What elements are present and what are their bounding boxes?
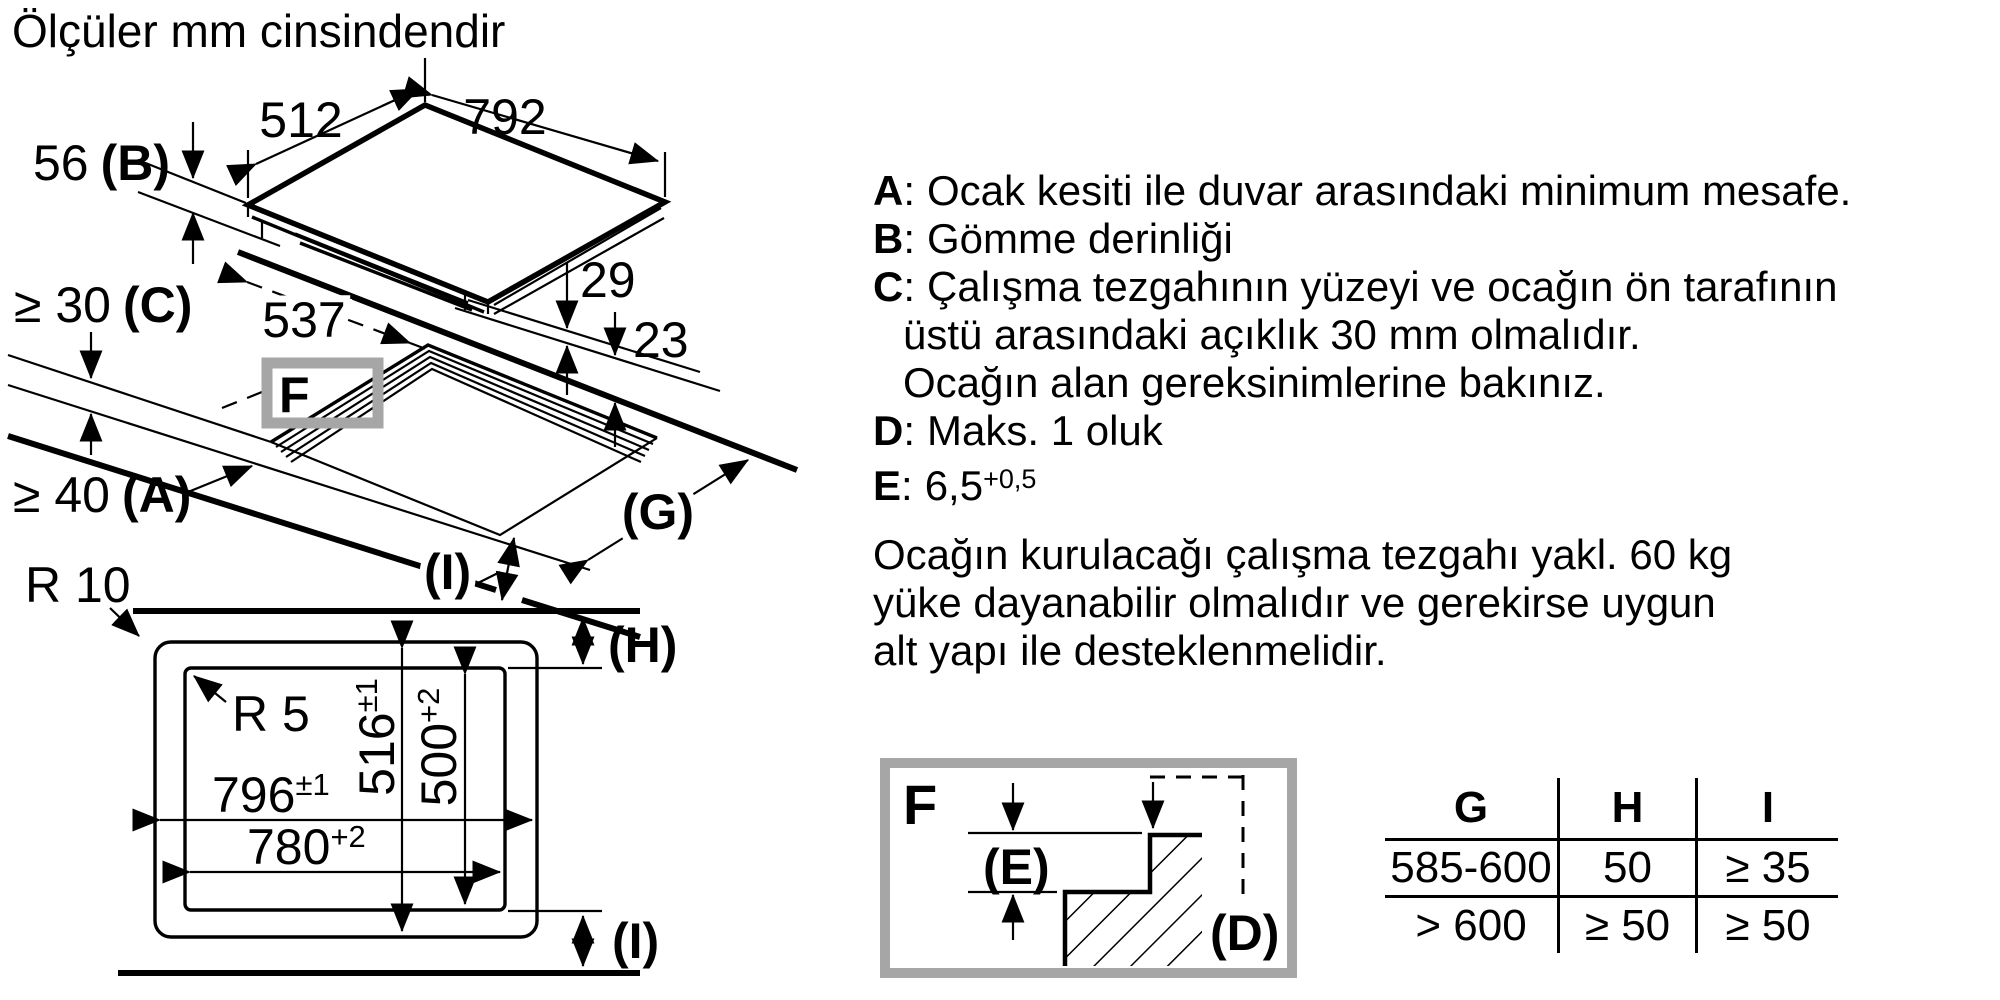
dim-512: 512 (226, 58, 427, 198)
f-ref-box: F (261, 357, 384, 429)
legend-key: A (873, 167, 904, 214)
legend-item-c: C:Çalışma tezgahının yüzeyi ve ocağın ön… (873, 263, 1851, 311)
dim-40-a: ≥ 40(A) (13, 464, 254, 523)
legend: A:Ocak kesiti ile duvar arasındaki minim… (873, 167, 1851, 509)
isometric-view: 537 512 (7, 58, 799, 640)
f-detail-label: F (903, 773, 937, 836)
legend-colon: : (903, 407, 916, 454)
dim-29-label: 29 (580, 252, 636, 308)
legend-text: Maks. 1 oluk (927, 407, 1163, 454)
table-cell: ≥ 50 (1557, 895, 1695, 953)
worktop-section-hatch (1065, 835, 1202, 966)
dim-i-top: (I) (508, 909, 659, 969)
dim-516: 516±1 (349, 620, 414, 933)
table-cell: > 600 (1385, 895, 1557, 953)
table-cell: ≥ 50 (1695, 895, 1838, 953)
note-paragraph: Ocağın kurulacağı çalışma tezgahı yakl. … (873, 531, 1732, 675)
legend-colon: : (903, 215, 916, 262)
dim-512-label: 512 (259, 92, 342, 148)
legend-key: C (873, 263, 904, 310)
legend-key: D (873, 407, 904, 454)
f-ref-label: F (279, 367, 310, 423)
legend-colon: : (903, 263, 916, 310)
dim-796: 796±1 (132, 767, 534, 832)
dim-516-label: 516±1 (349, 678, 405, 796)
dim-g-label: (G) (622, 484, 694, 540)
dim-56-label: 56(B) (33, 135, 170, 191)
worktop-step-profile (1062, 832, 1202, 966)
dim-r10-label: R 10 (25, 557, 131, 613)
table-cell: 585-600 (1385, 838, 1557, 895)
legend-colon: : (903, 167, 916, 214)
legend-item-d: D:Maks. 1 oluk (873, 407, 1851, 455)
dim-30-label: ≥ 30(C) (14, 277, 192, 333)
dim-796-label: 796±1 (212, 767, 330, 823)
legend-item-c-line2: üstü arasındaki açıklık 30 mm olmalıdır. (873, 311, 1851, 359)
legend-key: B (873, 215, 904, 262)
table-cell: 50 (1557, 838, 1695, 895)
dim-56-b: 56(B) (33, 122, 281, 264)
legend-tolerance-sup: +0,5 (983, 464, 1037, 494)
dim-40-label: ≥ 40(A) (13, 467, 191, 523)
dim-780: 780+2 (162, 819, 502, 884)
dim-29: 29 (555, 252, 636, 395)
legend-text: Çalışma tezgahının yüzeyi ve ocağın ön t… (927, 263, 1838, 310)
dim-23: 23 (603, 312, 689, 447)
table-header-g: G (1453, 783, 1489, 832)
dim-537-label: 537 (262, 292, 345, 348)
legend-text: üstü arasındaki açıklık 30 mm olmalıdır. (903, 311, 1641, 358)
f-detail-frame (880, 758, 1297, 978)
dim-23-label: 23 (633, 312, 689, 368)
legend-key: E (873, 462, 902, 509)
page-title: Ölçüler mm cinsindendir (12, 5, 506, 57)
dim-500: 500+2 (411, 646, 477, 906)
dim-r10: R 10 (25, 557, 140, 637)
legend-colon: : (901, 462, 913, 509)
dim-792-label: 792 (463, 89, 546, 145)
dim-792: 792 (402, 76, 667, 197)
worktop-cutout (270, 343, 658, 537)
appliance-outline (153, 640, 539, 939)
cutout-top-view: R 10 R 5 516±1 500+2 796±1 (25, 557, 677, 976)
dim-i-iso: (I) (417, 536, 520, 607)
legend-item-c-line3: Ocağın alan gereksinimlerine bakınız. (873, 359, 1851, 407)
legend-text: Gömme derinliği (927, 215, 1233, 262)
dim-r5-label: R 5 (232, 686, 310, 742)
dim-h-label: (H) (608, 617, 677, 673)
cutout-outline (183, 666, 507, 912)
note-line: Ocağın kurulacağı çalışma tezgahı yakl. … (873, 531, 1733, 578)
legend-item-a: A:Ocak kesiti ile duvar arasındaki minim… (873, 167, 1851, 215)
dim-i-top-label: (I) (612, 913, 659, 969)
dim-i-iso-label: (I) (424, 544, 471, 600)
dim-30-c: ≥ 30(C) (14, 277, 192, 455)
legend-text: Ocağın alan gereksinimlerine bakınız. (903, 359, 1606, 406)
dim-537: 537 (217, 261, 427, 410)
dim-r5: R 5 (193, 675, 310, 742)
note-line: yüke dayanabilir olmalıdır ve gerekirse … (873, 579, 1716, 626)
dim-e-label: (E) (983, 839, 1050, 895)
legend-text: 6,5 (924, 462, 984, 509)
table-cell: ≥ 35 (1695, 838, 1838, 895)
dim-780-label: 780+2 (247, 819, 366, 875)
dim-g: (G) (558, 459, 749, 585)
dim-d-label: (D) (1210, 905, 1279, 961)
f-detail-box: F (E) (D) (880, 758, 1297, 978)
legend-item-e: E:6,5+0,5 (873, 455, 1851, 509)
note-line: alt yapı ile desteklenmelidir. (873, 627, 1387, 674)
legend-text: Ocak kesiti ile duvar arasındaki minimum… (927, 167, 1852, 214)
table-header-i: I (1695, 778, 1838, 838)
ghi-table: G H I 585-600 50 ≥ 35 > 600 ≥ 50 ≥ 50 (1385, 778, 1838, 953)
dim-500-label: 500+2 (411, 688, 467, 807)
dim-h: (H) (508, 616, 677, 673)
table-header-h: H (1557, 778, 1695, 838)
legend-item-b: B:Gömme derinliği (873, 215, 1851, 263)
